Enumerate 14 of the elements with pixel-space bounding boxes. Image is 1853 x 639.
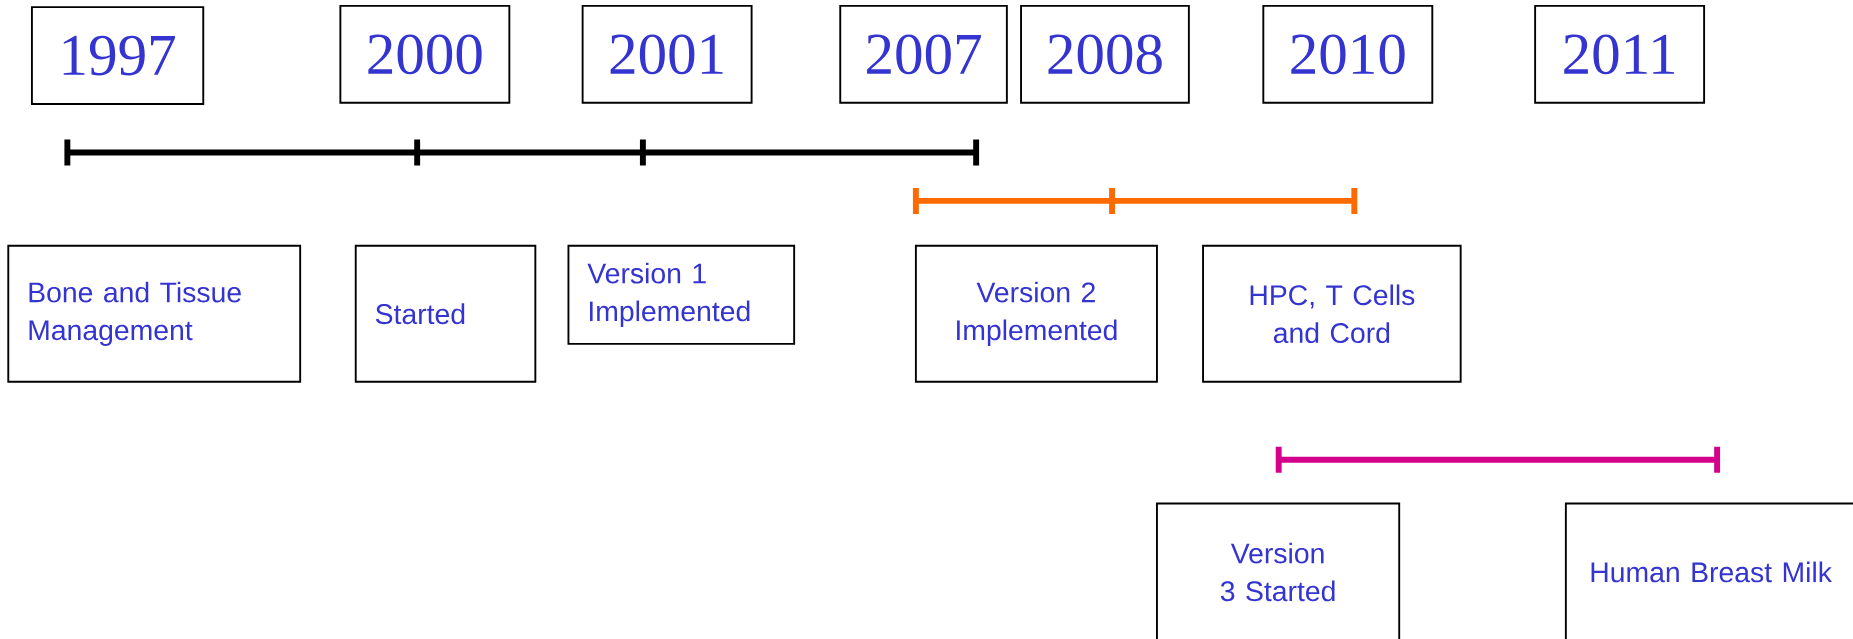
event-box: HPC, T Cells and Cord bbox=[1202, 244, 1462, 383]
event-box: Started bbox=[354, 244, 537, 383]
year-box: 2001 bbox=[581, 4, 753, 104]
event-box: Version 1 Implemented bbox=[567, 244, 796, 345]
year-box: 2007 bbox=[839, 4, 1008, 104]
event-box: Bone and Tissue Management bbox=[7, 244, 302, 383]
event-box: Version 3 Started bbox=[1156, 502, 1401, 639]
year-box: 1997 bbox=[30, 6, 205, 105]
year-box: 2008 bbox=[1020, 4, 1190, 104]
year-box: 2011 bbox=[1534, 4, 1706, 104]
event-box: Human Breast Milk bbox=[1564, 502, 1853, 639]
year-box: 2000 bbox=[339, 4, 511, 104]
event-box: Version 2 Implemented bbox=[914, 244, 1158, 383]
year-box: 2010 bbox=[1262, 4, 1434, 104]
